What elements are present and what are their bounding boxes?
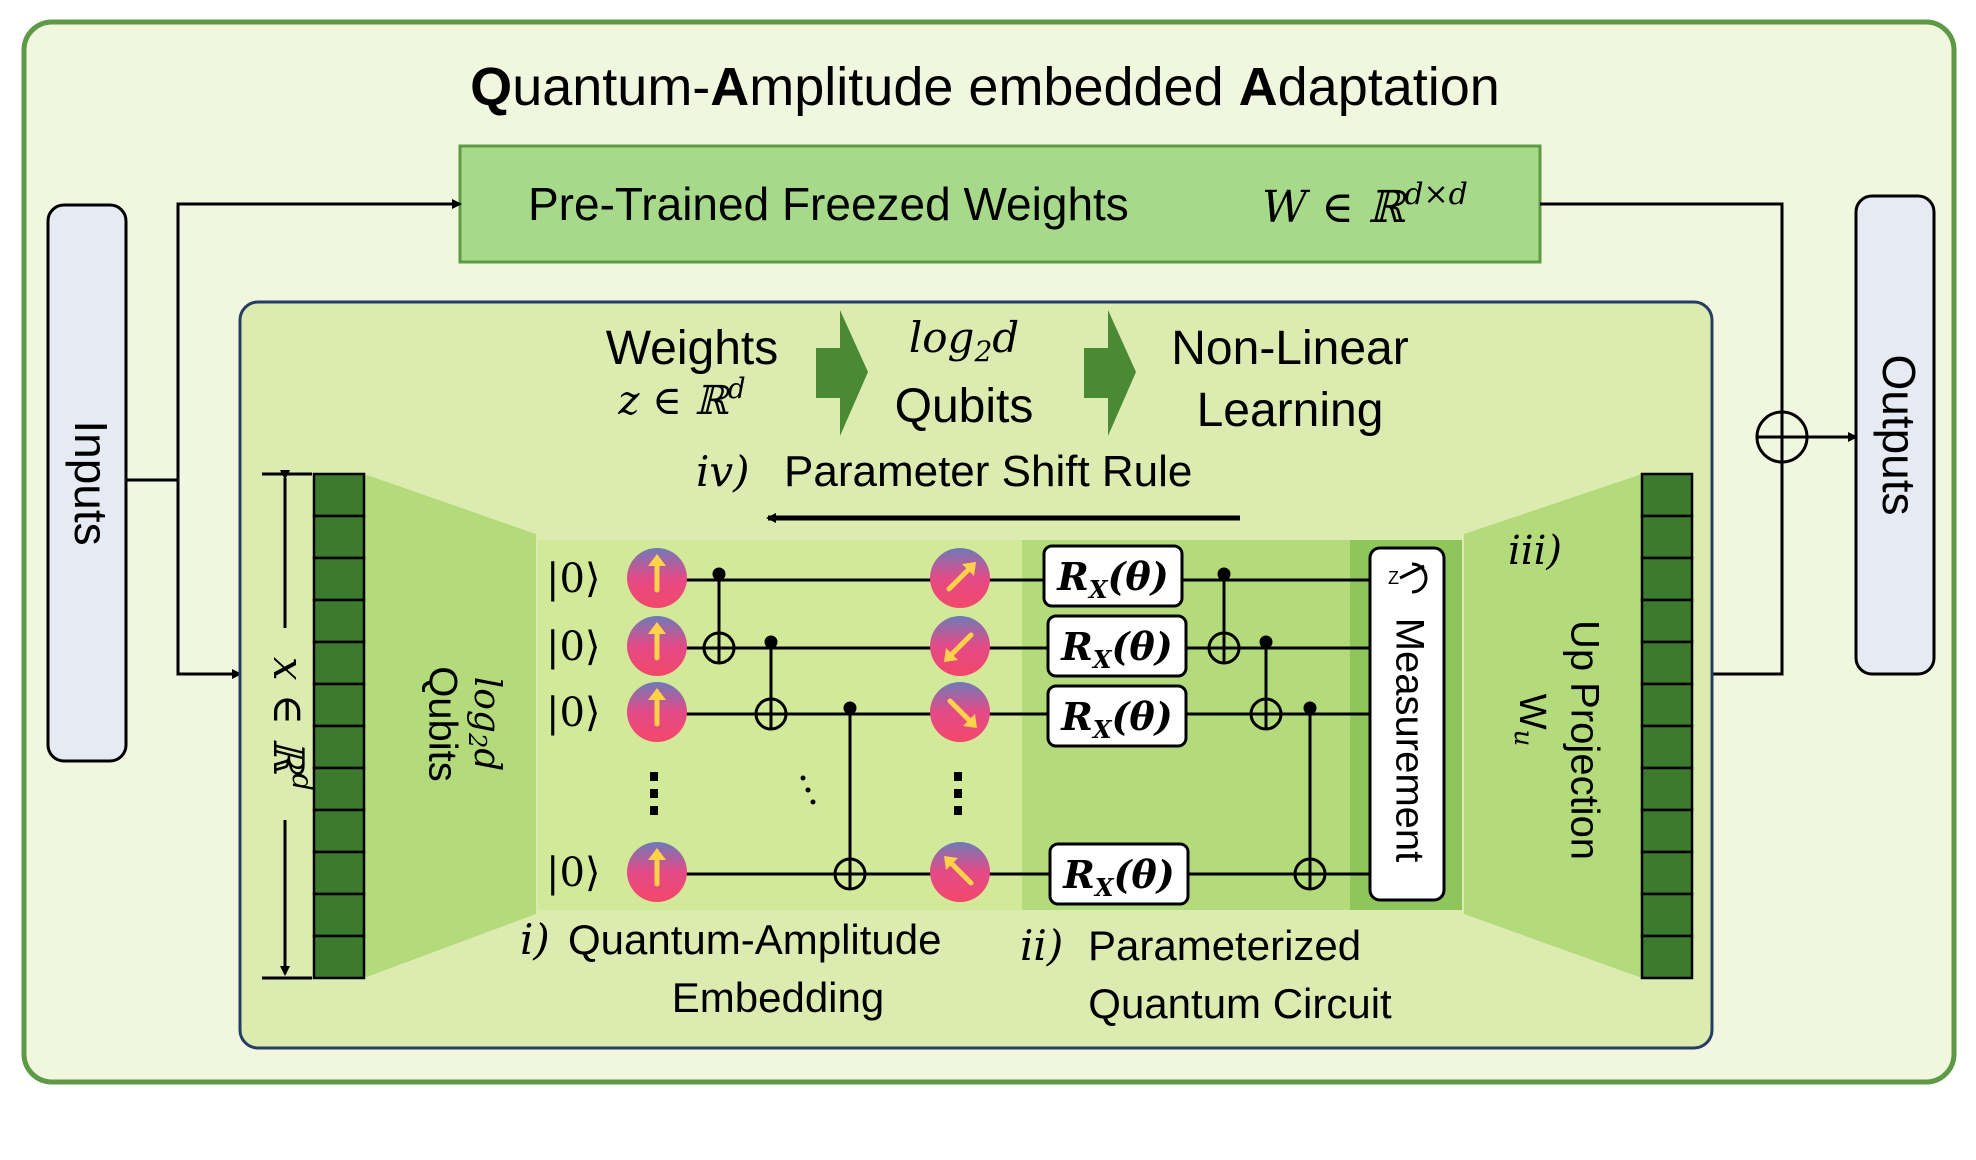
vertical-ellipsis-icon — [650, 772, 962, 815]
stage-ii-roman: ii) — [1020, 921, 1063, 970]
matrix-cell — [1640, 892, 1694, 938]
svg-text:RX(θ): RX(θ) — [1056, 554, 1169, 604]
add-icon — [1755, 410, 1809, 464]
matrix-cell — [1640, 850, 1694, 896]
ket-label: |0⟩ — [546, 624, 601, 670]
meter-icon: Z — [1388, 562, 1428, 594]
up-projection-trapezoid — [1464, 474, 1642, 978]
stage-iii-roman: iii) — [1508, 528, 1562, 574]
rx-gate: RX(θ) — [1042, 544, 1184, 608]
flow-weights-label: Weights — [606, 322, 779, 375]
cnot-gates-pqc — [1207, 567, 1327, 891]
measurement-box — [1368, 546, 1446, 902]
ket-label: |0⟩ — [546, 850, 601, 896]
flow-qubits-label: Qubits — [895, 380, 1034, 433]
ket-label: |0⟩ — [546, 556, 601, 602]
rx-gate: RX(θ) — [1046, 684, 1188, 748]
stage-ii-line1: Parameterized — [1088, 922, 1361, 969]
svg-text:RX(θ): RX(θ) — [1060, 624, 1173, 674]
inputs-box — [46, 203, 128, 763]
stage-i-line1: Quantum-Amplitude — [568, 916, 942, 963]
flow-nonlinear-line1: Non-Linear — [1171, 322, 1408, 375]
matrix-cell — [312, 850, 366, 896]
diagram-title: Quantum-Amplitude embedded Adaptation — [470, 57, 1500, 117]
matrix-cell — [312, 934, 366, 980]
matrix-cell — [312, 682, 366, 728]
input-vector-dimension — [262, 470, 312, 980]
matrix-cell — [312, 598, 366, 644]
flow-weights-math: z ∈ ℝd — [617, 372, 745, 424]
matrix-cell — [312, 766, 366, 812]
flow-arrow-icon — [816, 310, 868, 436]
flow-qubits-math: log2d — [909, 313, 1019, 368]
matrix-cell — [1640, 766, 1694, 812]
flow-arrow-icon — [1084, 310, 1136, 436]
stage-iv-label: Parameter Shift Rule — [784, 447, 1192, 496]
matrix-cell — [1640, 556, 1694, 602]
down-projection-label: Qubits — [420, 666, 464, 782]
matrix-cell — [1640, 934, 1694, 980]
svg-text:RX(θ): RX(θ) — [1062, 852, 1175, 902]
matrix-cell — [1640, 514, 1694, 560]
output-matrix — [1640, 472, 1694, 980]
svg-text:Z: Z — [1388, 568, 1399, 588]
diagonal-ellipsis-icon — [800, 775, 816, 805]
input-routing — [126, 199, 462, 679]
up-projection-math: Wu — [1508, 694, 1553, 747]
output-routing — [1540, 202, 1858, 676]
outputs-label: Outputs — [1873, 354, 1925, 515]
input-vector-label: x ∈ ℝd — [264, 657, 320, 791]
measurement-label: Measurement — [1387, 618, 1431, 863]
matrix-cell — [312, 556, 366, 602]
matrix-cell — [1640, 724, 1694, 770]
matrix-cell — [312, 724, 366, 770]
stage-iv-roman: iv) — [696, 447, 750, 496]
rx-gate: RX(θ) — [1048, 842, 1190, 906]
stage-i-line2: Embedding — [672, 974, 884, 1021]
matrix-cell — [1640, 808, 1694, 854]
ket-label: |0⟩ — [546, 690, 601, 736]
matrix-cell — [1640, 598, 1694, 644]
matrix-cell — [312, 514, 366, 560]
input-matrix — [312, 472, 366, 980]
matrix-cell — [1640, 640, 1694, 686]
svg-text:RX(θ): RX(θ) — [1060, 694, 1173, 744]
up-projection-label: Up Projection — [1562, 620, 1606, 860]
matrix-cell — [312, 472, 366, 518]
matrix-cell — [1640, 472, 1694, 518]
stage-ii-line2: Quantum Circuit — [1088, 980, 1392, 1027]
frozen-weights-box — [458, 144, 1542, 264]
matrix-cell — [312, 892, 366, 938]
matrix-cell — [312, 640, 366, 686]
down-projection-trapezoid — [364, 474, 536, 978]
matrix-cell — [312, 808, 366, 854]
cnot-gates-embedding — [702, 567, 867, 891]
down-projection-math: log2d — [464, 677, 508, 772]
stage-i-roman: i) — [520, 915, 550, 964]
rx-gate: RX(θ) — [1046, 614, 1188, 678]
frozen-weights-label: Pre-Trained Freezed Weights — [528, 178, 1129, 230]
flow-nonlinear-line2: Learning — [1197, 384, 1384, 437]
inputs-label: Inputs — [65, 420, 117, 545]
matrix-cell — [1640, 682, 1694, 728]
frozen-weights-math: W ∈ ℝd×d — [1262, 177, 1468, 233]
state-arrow-icons — [648, 554, 977, 887]
